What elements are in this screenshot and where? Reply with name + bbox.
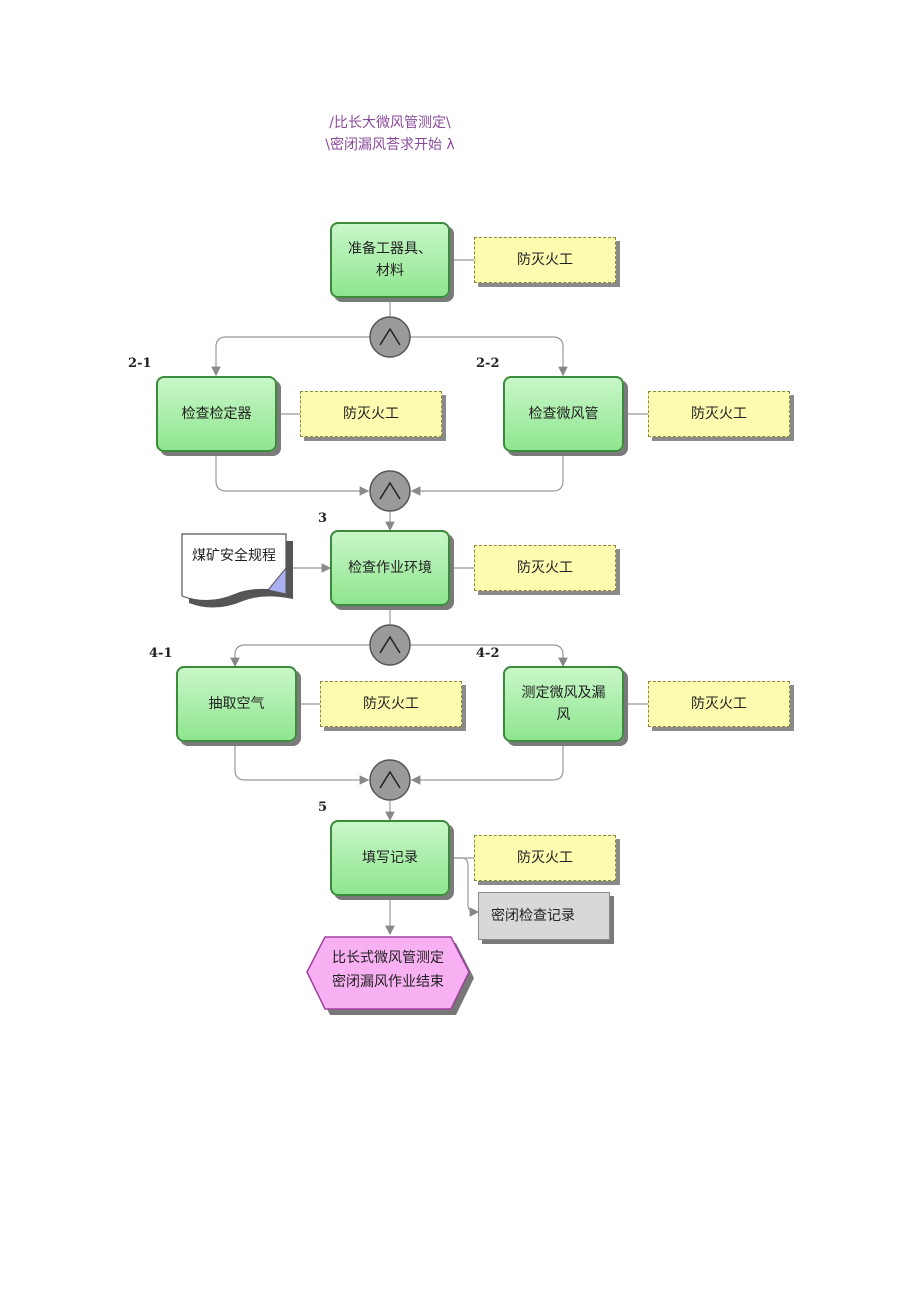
connector (410, 452, 564, 496)
connector (410, 742, 564, 785)
and-gate-icon (369, 624, 411, 666)
role-box: 防灭火工 (320, 681, 462, 727)
step-prepare-tools: 准备工器具、材料 (330, 222, 450, 298)
connector (410, 644, 568, 668)
step-number-4-2: 4-2 (476, 646, 500, 661)
end-hexagon-shape (306, 936, 474, 1015)
document-label: 煤矿安全规程 (192, 547, 276, 564)
step-number-2-2: 2-2 (476, 356, 500, 371)
connector (230, 644, 370, 668)
role-box: 防灭火工 (474, 835, 616, 881)
start-line-1: /比长大微风管测定\ (329, 115, 451, 131)
step-check-tube: 检查微风管 (503, 376, 624, 452)
connector (215, 452, 370, 496)
connector (211, 336, 370, 377)
step-measure-leakage: 测定微风及漏风 (503, 666, 624, 742)
document-shape (181, 533, 293, 608)
step-check-environment: 检查作业环境 (330, 530, 450, 606)
step-number-2-1: 2-1 (128, 356, 152, 371)
step-check-detector: 检查检定器 (156, 376, 277, 452)
role-box: 防灭火工 (648, 391, 790, 437)
and-gate-icon (369, 316, 411, 358)
step-fill-record: 填写记录 (330, 820, 450, 896)
role-box: 防灭火工 (474, 237, 616, 283)
start-line-2: \密闭漏风荅求开始 λ (325, 137, 455, 153)
end-line-2: 密闭漏风作业结束 (332, 974, 444, 990)
and-gate-icon (369, 470, 411, 512)
step-number-3: 3 (318, 511, 328, 526)
step-extract-air: 抽取空气 (176, 666, 297, 742)
connector (234, 742, 370, 785)
role-box: 防灭火工 (648, 681, 790, 727)
and-gate-icon (369, 759, 411, 801)
end-line-1: 比长式微风管测定 (332, 950, 444, 966)
role-box: 防灭火工 (300, 391, 442, 437)
step-number-5: 5 (318, 800, 328, 815)
role-box: 防灭火工 (474, 545, 616, 591)
step-number-4-1: 4-1 (149, 646, 173, 661)
connector (410, 336, 568, 377)
record-box: 密闭检查记录 (478, 892, 610, 940)
